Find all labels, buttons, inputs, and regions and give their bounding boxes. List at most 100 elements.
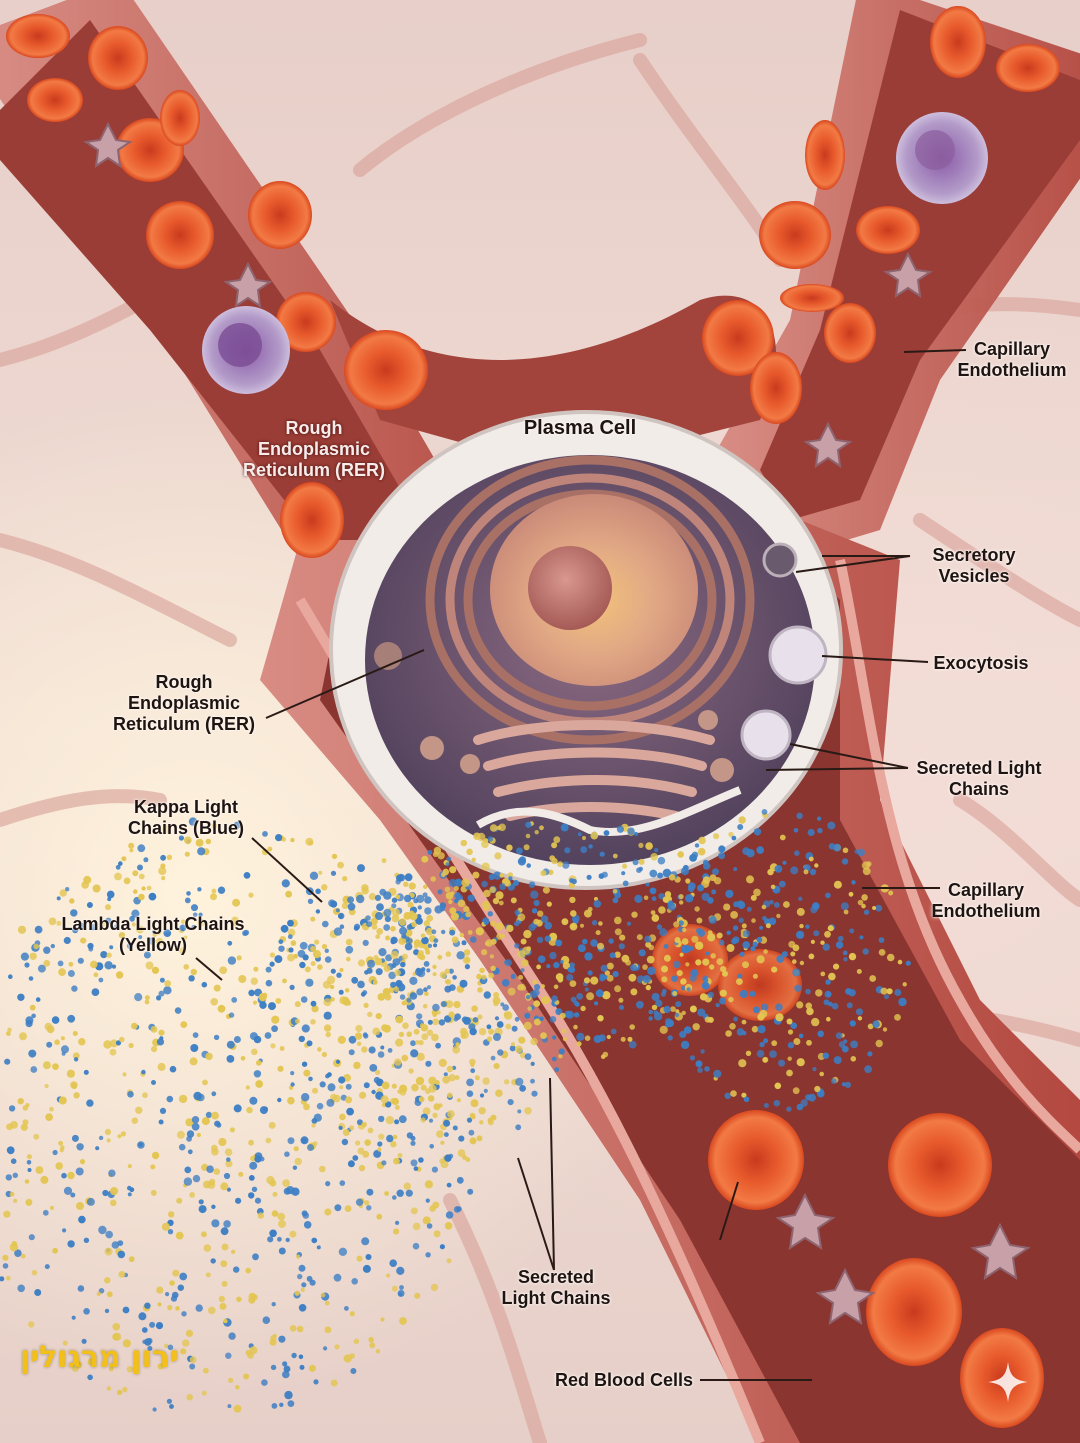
light-chain-particle bbox=[128, 1256, 135, 1263]
light-chain-particle bbox=[301, 1138, 307, 1144]
light-chain-particle bbox=[294, 1001, 301, 1008]
light-chain-particle bbox=[424, 896, 432, 904]
light-chain-particle bbox=[650, 853, 658, 861]
light-chain-particle bbox=[141, 1069, 146, 1075]
light-chain-particle bbox=[58, 1140, 63, 1146]
light-chain-particle bbox=[226, 1055, 235, 1063]
light-chain-particle bbox=[60, 1036, 65, 1041]
light-chain-particle bbox=[790, 1022, 797, 1029]
light-chain-particle bbox=[492, 897, 500, 905]
light-chain-particle bbox=[295, 1018, 300, 1024]
light-chain-particle bbox=[606, 974, 614, 982]
light-chain-particle bbox=[697, 1008, 706, 1017]
light-chain-particle bbox=[67, 1240, 75, 1248]
light-chain-particle bbox=[71, 1364, 80, 1372]
light-chain-particle bbox=[137, 864, 143, 871]
light-chain-particle bbox=[612, 889, 618, 894]
light-chain-particle bbox=[481, 862, 490, 871]
light-chain-particle bbox=[44, 1083, 49, 1089]
light-chain-particle bbox=[404, 873, 413, 882]
light-chain-particle bbox=[716, 958, 724, 965]
light-chain-particle bbox=[127, 1192, 132, 1197]
light-chain-particle bbox=[338, 989, 344, 995]
light-chain-particle bbox=[645, 984, 651, 991]
light-chain-particle bbox=[778, 1059, 786, 1067]
light-chain-particle bbox=[444, 1155, 452, 1162]
light-chain-particle bbox=[370, 917, 378, 925]
light-chain-particle bbox=[898, 997, 907, 1007]
light-chain-particle bbox=[166, 1398, 172, 1404]
light-chain-particle bbox=[722, 970, 728, 977]
light-chain-particle bbox=[20, 1253, 26, 1259]
light-chain-particle bbox=[718, 939, 725, 946]
light-chain-particle bbox=[598, 873, 605, 879]
light-chain-particle bbox=[157, 1062, 166, 1071]
light-chain-particle bbox=[591, 920, 598, 926]
light-chain-particle bbox=[869, 975, 877, 982]
light-chain-particle bbox=[833, 963, 840, 970]
light-chain-particle bbox=[50, 1205, 54, 1210]
light-chain-particle bbox=[118, 1271, 126, 1278]
light-chain-particle bbox=[689, 854, 697, 862]
light-chain-particle bbox=[636, 1000, 644, 1009]
light-chain-particle bbox=[546, 964, 551, 969]
light-chain-particle bbox=[197, 1093, 205, 1102]
light-chain-particle bbox=[313, 1113, 322, 1122]
light-chain-particle bbox=[45, 1113, 53, 1121]
light-chain-particle bbox=[534, 984, 541, 991]
light-chain-particle bbox=[363, 1033, 369, 1039]
light-chain-particle bbox=[430, 1283, 439, 1292]
light-chain-particle bbox=[822, 943, 830, 951]
light-chain-particle bbox=[489, 824, 498, 832]
light-chain-particle bbox=[466, 1090, 474, 1097]
light-chain-particle bbox=[17, 925, 27, 934]
light-chain-particle bbox=[541, 996, 550, 1005]
light-chain-particle bbox=[808, 953, 815, 960]
light-chain-particle bbox=[570, 910, 577, 917]
light-chain-particle bbox=[653, 1010, 659, 1016]
light-chain-particle bbox=[42, 1209, 49, 1216]
light-chain-particle bbox=[775, 1003, 783, 1011]
light-chain-particle bbox=[625, 959, 631, 966]
light-chain-particle bbox=[167, 1344, 174, 1351]
light-chain-particle bbox=[787, 1042, 795, 1049]
light-chain-particle bbox=[210, 1258, 216, 1264]
light-chain-particle bbox=[428, 1118, 434, 1123]
light-chain-particle bbox=[416, 1013, 423, 1020]
light-chain-particle bbox=[516, 847, 523, 855]
light-chain-particle bbox=[495, 922, 504, 931]
light-chain-particle bbox=[835, 941, 844, 949]
light-chain-particle bbox=[712, 868, 719, 876]
light-chain-particle bbox=[426, 915, 434, 922]
light-chain-particle bbox=[510, 1042, 516, 1047]
light-chain-particle bbox=[811, 1017, 820, 1027]
light-chain-particle bbox=[649, 869, 658, 878]
light-chain-particle bbox=[658, 893, 665, 900]
light-chain-particle bbox=[503, 1079, 510, 1085]
light-chain-particle bbox=[651, 896, 657, 902]
light-chain-particle bbox=[406, 924, 413, 930]
light-chain-particle bbox=[227, 1404, 232, 1409]
light-chain-particle bbox=[115, 1040, 122, 1046]
light-chain-particle bbox=[483, 919, 489, 926]
light-chain-particle bbox=[138, 1312, 147, 1321]
light-chain-particle bbox=[437, 889, 443, 895]
light-chain-particle bbox=[299, 1364, 305, 1370]
light-chain-particle bbox=[493, 871, 502, 880]
light-chain-particle bbox=[169, 1280, 175, 1286]
light-chain-particle bbox=[861, 903, 866, 909]
light-chain-particle bbox=[507, 872, 514, 878]
light-chain-particle bbox=[95, 1146, 100, 1151]
light-chain-particle bbox=[394, 969, 401, 976]
light-chain-particle bbox=[50, 943, 55, 949]
light-chain-particle bbox=[338, 1247, 348, 1257]
light-chain-particle bbox=[175, 1231, 184, 1240]
light-chain-particle bbox=[743, 1096, 750, 1103]
light-chain-particle bbox=[863, 909, 870, 915]
light-chain-particle bbox=[432, 1018, 439, 1026]
light-chain-particle bbox=[409, 976, 418, 986]
light-chain-particle bbox=[502, 1004, 510, 1011]
light-chain-particle bbox=[395, 1220, 400, 1225]
light-chain-particle bbox=[191, 924, 197, 930]
light-chain-particle bbox=[437, 852, 445, 860]
